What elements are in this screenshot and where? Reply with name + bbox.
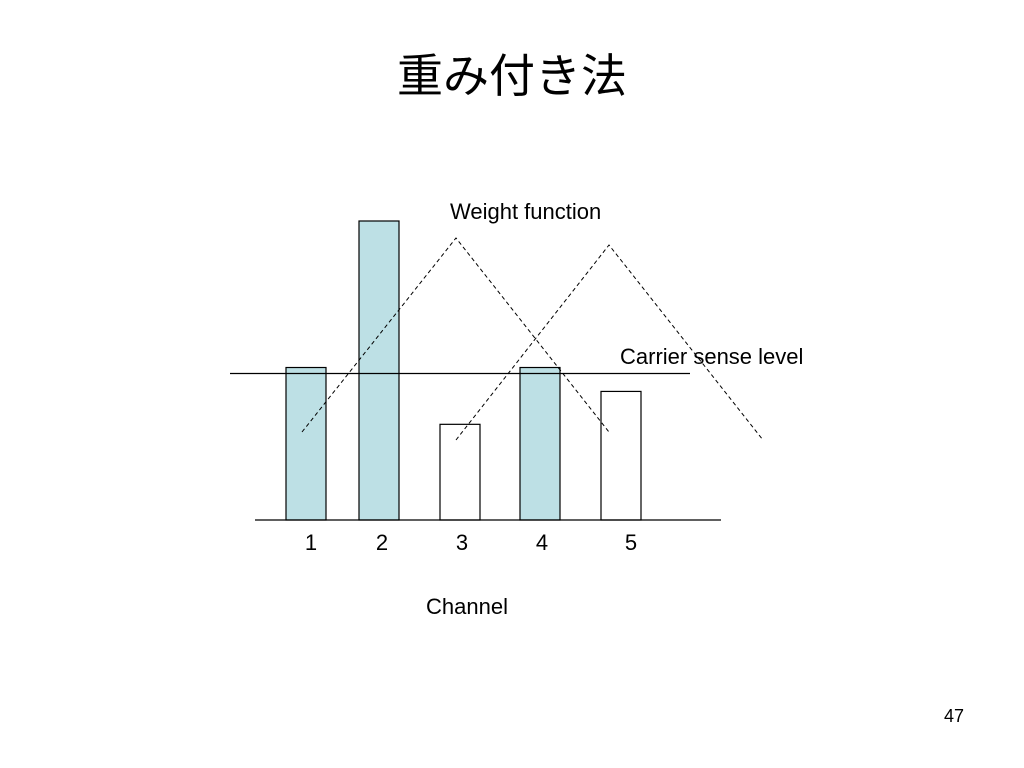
weight-function-curve-right	[455, 244, 764, 441]
slide-title: 重み付き法	[397, 49, 627, 103]
x-axis-label: Channel	[426, 594, 508, 619]
channel-bar-1	[285, 366, 327, 521]
channel-bar-2	[358, 220, 400, 521]
weight-function-curve-left	[301, 237, 610, 433]
channel-bar-4	[519, 366, 561, 521]
channel-bar-5	[600, 390, 642, 521]
carrier-sense-level-label: Carrier sense level	[620, 344, 803, 369]
channel-bars	[285, 220, 642, 521]
slide-number: 47	[943, 706, 964, 726]
channel-tick-label-4: 4	[536, 530, 548, 555]
channel-tick-labels: 1 2 3 4 5	[305, 530, 637, 555]
channel-bar-3	[439, 423, 481, 521]
channel-tick-label-2: 2	[376, 530, 388, 555]
channel-tick-label-1: 1	[305, 530, 317, 555]
channel-tick-label-3: 3	[456, 530, 468, 555]
channel-tick-label-5: 5	[625, 530, 637, 555]
weight-function-label: Weight function	[450, 199, 601, 224]
